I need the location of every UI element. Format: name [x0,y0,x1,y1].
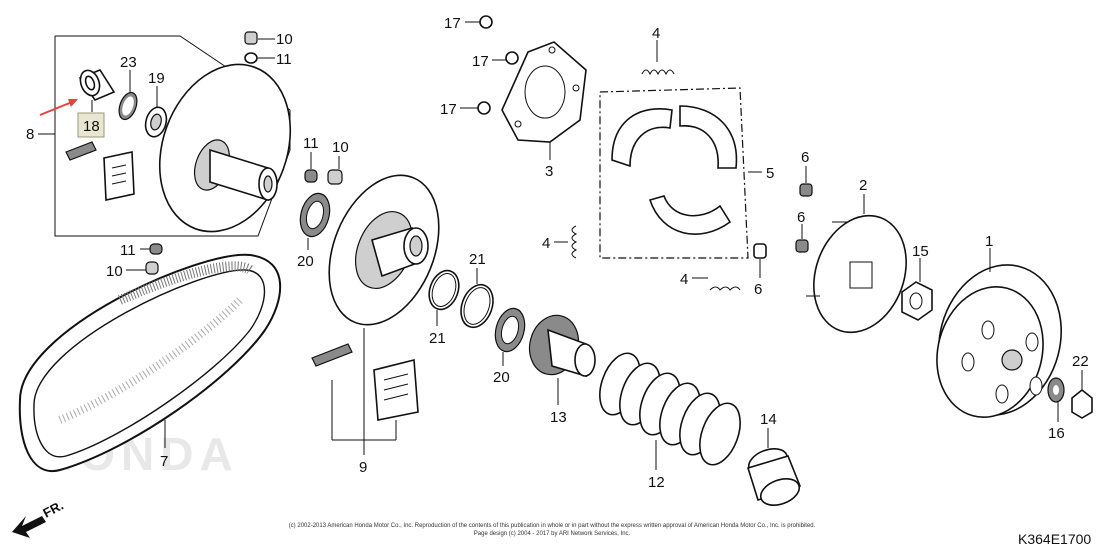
callout-21-a[interactable]: 21 [429,330,446,347]
callout-17-b[interactable]: 17 [472,53,489,70]
callout-4-mid[interactable]: 4 [542,235,550,252]
callout-16[interactable]: 16 [1048,425,1065,442]
part-6-washer-c[interactable] [753,243,767,259]
callout-20-left[interactable]: 20 [297,253,314,270]
callout-2[interactable]: 2 [859,177,867,194]
callout-9[interactable]: 9 [359,459,367,476]
callout-17-c[interactable]: 17 [440,101,457,118]
part-17-clip-b[interactable] [505,51,519,65]
callout-15[interactable]: 15 [912,243,929,260]
highlight-arrow [39,99,78,116]
part-6-washer-b[interactable] [795,239,809,253]
front-marker: FR. [40,498,66,521]
callout-3[interactable]: 3 [545,163,553,180]
callout-7[interactable]: 7 [160,453,168,470]
part-21-oring-b[interactable] [455,280,498,332]
caution-label-9 [373,358,419,421]
part-20-seal-left[interactable] [296,190,334,240]
drive-face[interactable] [137,46,312,250]
callout-11-mid[interactable]: 11 [303,135,319,152]
callout-19[interactable]: 19 [148,70,165,87]
callout-14[interactable]: 14 [760,411,777,428]
assembly-8-frame [38,35,291,237]
part-15-nut[interactable] [901,281,933,321]
grease-packet-8 [65,141,97,161]
callout-6-c[interactable]: 6 [754,281,762,298]
callout-6-b[interactable]: 6 [797,209,805,226]
part-20-seal-right[interactable] [491,305,529,355]
callout-20-right[interactable]: 20 [493,369,510,386]
part-3-plate[interactable] [501,41,587,143]
callout-1[interactable]: 1 [985,233,993,250]
callout-8[interactable]: 8 [26,126,34,143]
callout-10[interactable]: 10 [276,31,293,48]
part-11-slider-top[interactable] [244,52,258,64]
callout-13[interactable]: 13 [550,409,567,426]
part-11-slider-mid[interactable] [304,169,318,183]
callout-10-low[interactable]: 10 [106,263,123,280]
callout-18[interactable]: 18 [83,118,100,135]
assembly-5-frame [599,87,762,259]
callout-5[interactable]: 5 [766,165,774,182]
part-10-cap-mid[interactable] [327,169,343,185]
callout-10-mid[interactable]: 10 [332,139,349,156]
part-21-oring-a[interactable] [424,266,464,313]
callout-18-highlight [77,112,105,138]
callout-11-low[interactable]: 11 [120,242,136,259]
part-19-bearing[interactable] [142,105,169,139]
part-22-nut[interactable] [1071,388,1093,419]
part-17-clip-c[interactable] [477,101,491,115]
callout-17-a[interactable]: 17 [444,15,461,32]
part-4-spring-mid[interactable] [571,225,578,259]
part-16-washer[interactable] [1047,377,1065,403]
part-17-clip-a[interactable] [479,15,493,29]
clutch-shoe-lower[interactable] [648,195,732,235]
copyright-line-1: (c) 2002-2013 American Honda Motor Co., … [289,523,816,529]
diagram-code: K364E1700 [1018,531,1091,547]
callout-21-b[interactable]: 21 [469,251,486,268]
drive-belt[interactable] [18,253,282,473]
callout-4-top[interactable]: 4 [652,25,660,42]
callout-23[interactable]: 23 [120,54,137,71]
part-23-ring[interactable] [116,90,141,122]
clutch-shoe-upper[interactable] [611,105,738,169]
part-4-spring-low[interactable] [709,286,741,291]
part-10-cap-low[interactable] [145,261,159,275]
callout-22[interactable]: 22 [1072,353,1089,370]
part-12-spring[interactable] [592,348,748,470]
part-6-washer-a[interactable] [799,183,813,197]
part-14-collar[interactable] [745,444,803,510]
part-4-spring-top[interactable] [641,69,675,76]
assembly-9-bracket [331,328,397,455]
front-arrow-icon: FR. [12,498,66,538]
driven-face[interactable] [308,159,459,341]
copyright-line-2: Page design (c) 2004 - 2017 by ARI Netwo… [474,531,631,537]
part-1-clutch-outer[interactable] [922,251,1077,429]
part-13-collar[interactable] [523,310,596,380]
part-10-cap-top[interactable] [244,31,258,45]
part-11-slider-low[interactable] [149,243,163,255]
part-2-drive-plate[interactable] [798,203,922,346]
grease-packet-9 [311,343,353,367]
part-18-collar[interactable] [77,68,116,101]
callout-4-low[interactable]: 4 [680,271,688,288]
callout-6-a[interactable]: 6 [801,149,809,166]
callout-12[interactable]: 12 [648,474,665,491]
callout-11[interactable]: 11 [276,51,292,68]
caution-label-8 [103,151,135,201]
